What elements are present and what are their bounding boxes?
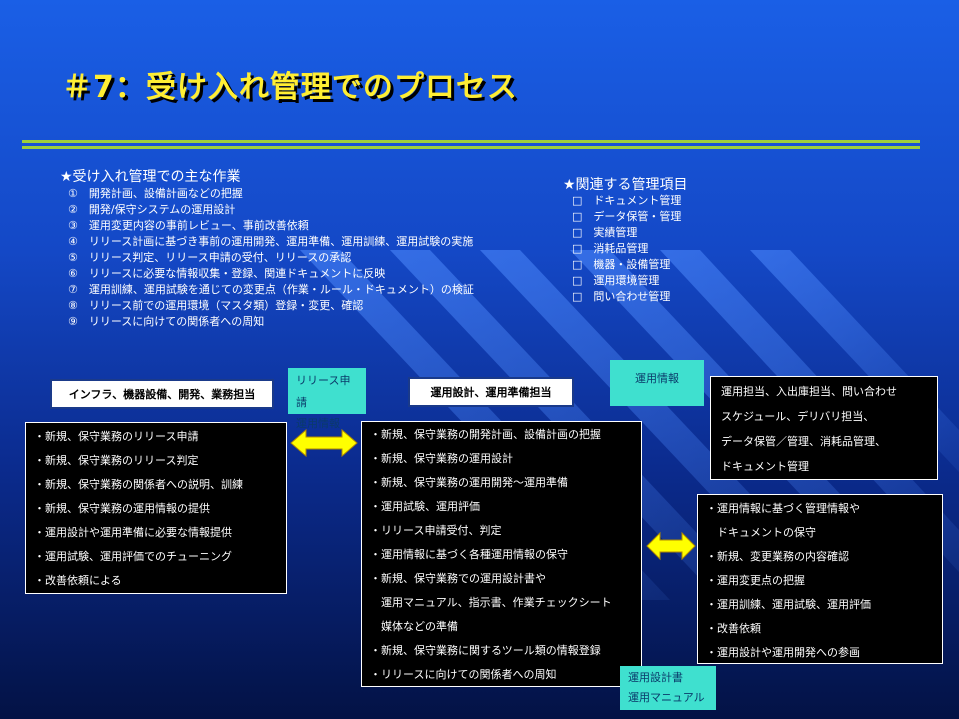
role-right-line: データ保管／管理、消耗品管理、 [721,435,886,448]
role-right-line: 運用担当、入出庫担当、問い合わせ [721,385,897,398]
task-line: ・新規、保守業務での運用設計書や [370,572,546,585]
note-text: 運用情報 [296,417,340,430]
task-line: ドキュメントの保守 [706,526,816,539]
task-line: ・リリースに向けての関係者への周知 [370,668,557,681]
main-tasks-list: ① 開発計画、設備計画などの把握 ② 開発/保守システムの運用設計 ③ 運用変更… [68,186,474,330]
list-item: □ 運用環境管理 [572,274,660,287]
list-item: ⑥ リリースに必要な情報収集・登録、関連ドキュメントに反映 [68,267,386,280]
role-center-label: 運用設計、運用準備担当 [408,377,574,407]
note-release-request: リリース申請 運用情報 [288,368,366,430]
list-item: □ 機器・設備管理 [572,258,671,271]
task-line: ・運用情報に基づく管理情報や [706,502,860,515]
task-line: ・新規、保守業務の開発計画、設備計画の把握 [370,428,601,441]
center-task-box: ・新規、保守業務の開発計画、設備計画の把握 ・新規、保守業務の運用設計 ・新規、… [361,421,642,687]
left-task-box: ・新規、保守業務のリリース申請 ・新規、保守業務のリリース判定 ・新規、保守業務… [25,422,287,594]
task-line: ・改善依頼による [34,574,122,587]
list-item: □ 実績管理 [572,226,638,239]
task-line: ・改善依頼 [706,622,761,635]
task-line: ・運用訓練、運用試験、運用評価 [706,598,871,611]
task-line: 運用マニュアル、指示書、作業チェックシート [370,596,612,609]
task-line: ・新規、保守業務の運用開発～運用準備 [370,476,568,489]
task-line: ・新規、保守業務の関係者への説明、訓練 [34,478,243,491]
task-line: ・新規、保守業務のリリース申請 [34,430,199,443]
role-right-box: 運用担当、入出庫担当、問い合わせ スケジュール、デリバリ担当、 データ保管／管理… [710,376,938,480]
main-tasks-heading: ★受け入れ管理での主な作業 [60,169,241,185]
list-item: ③ 運用変更内容の事前レビュー、事前改善依頼 [68,219,309,232]
task-line: ・新規、保守業務のリリース判定 [34,454,199,467]
right-task-box: ・運用情報に基づく管理情報や ドキュメントの保守 ・新規、変更業務の内容確認 ・… [697,494,943,664]
task-line: ・リリース申請受付、判定 [370,524,502,537]
list-item: □ ドキュメント管理 [572,194,682,207]
list-item: □ データ保管・管理 [572,210,682,223]
list-item: ④ リリース計画に基づき事前の運用開発、運用準備、運用訓練、運用試験の実施 [68,235,474,248]
list-item: □ 問い合わせ管理 [572,290,671,303]
task-line: ・運用設計や運用準備に必要な情報提供 [34,526,232,539]
related-items-list: □ ドキュメント管理 □ データ保管・管理 □ 実績管理 □ 消耗品管理 □ 機… [572,193,681,305]
task-line: ・新規、変更業務の内容確認 [706,550,849,563]
double-arrow-icon [646,531,696,561]
task-line: ・新規、保守業務に関するツール類の情報登録 [370,644,601,657]
task-line: ・運用設計や運用開発への参画 [706,646,860,659]
list-item: □ 消耗品管理 [572,242,649,255]
title-divider [22,140,920,143]
role-left-label: インフラ、機器設備、開発、業務担当 [50,379,274,409]
list-item: ② 開発/保守システムの運用設計 [68,203,236,216]
task-line: ・運用試験、運用評価でのチューニング [34,550,232,563]
task-line: ・運用試験、運用評価 [370,500,480,513]
note-text: 運用情報 [635,372,679,385]
note-ops-info: 運用情報 [610,360,704,406]
note-text: リリース申請 [296,374,351,409]
note-text: 運用マニュアル [628,691,705,704]
role-right-line: スケジュール、デリバリ担当、 [721,410,875,423]
list-item: ⑨ リリースに向けての関係者への周知 [68,315,265,328]
list-item: ⑤ リリース判定、リリース申請の受付、リリースの承認 [68,251,352,264]
double-arrow-icon [290,428,358,458]
note-ops-docs: 運用設計書 運用マニュアル [620,666,716,710]
task-line: 媒体などの準備 [370,620,458,633]
task-line: ・運用変更点の把握 [706,574,805,587]
task-line: ・運用情報に基づく各種運用情報の保守 [370,548,568,561]
role-right-line: ドキュメント管理 [721,460,809,473]
note-text: 運用設計書 [628,671,683,684]
task-line: ・新規、保守業務の運用設計 [370,452,513,465]
task-line: ・新規、保守業務の運用情報の提供 [34,502,210,515]
list-item: ① 開発計画、設備計画などの把握 [68,187,243,200]
page-title: ＃7：受け入れ管理でのプロセス [62,70,518,105]
title-divider [22,146,920,149]
list-item: ⑧ リリース前での運用環境（マスタ類）登録・変更、確認 [68,299,364,312]
related-items-heading: ★関連する管理項目 [563,177,688,193]
list-item: ⑦ 運用訓練、運用試験を通じての変更点（作業・ルール・ドキュメント）の検証 [68,283,474,296]
